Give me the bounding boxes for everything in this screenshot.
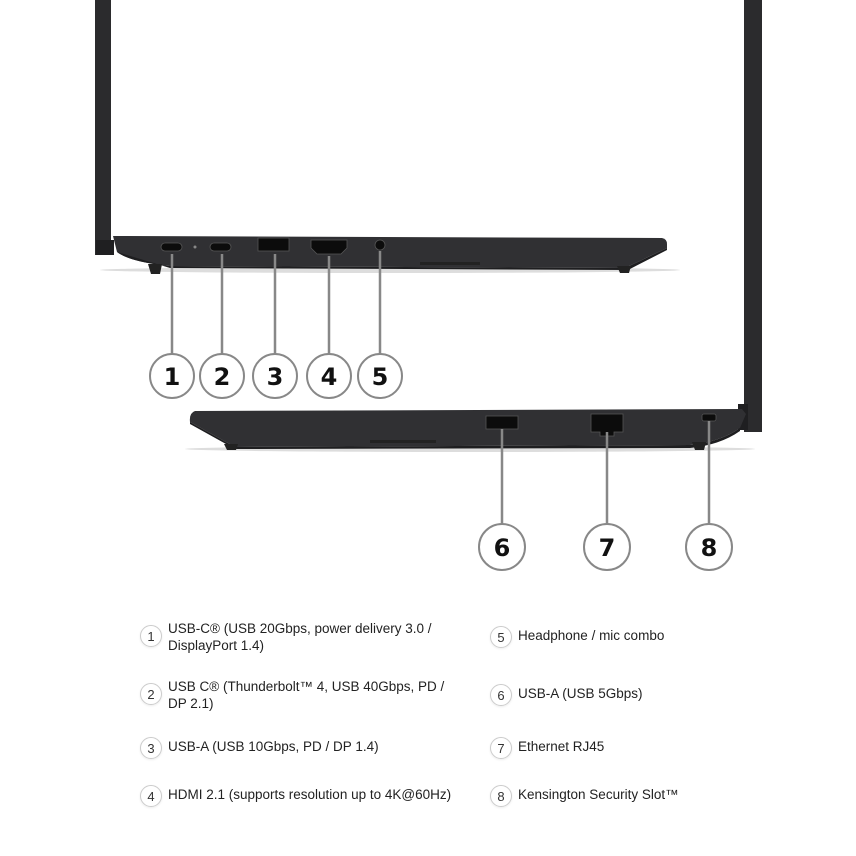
hdmi-port-icon: [310, 239, 348, 255]
legend-item: 5 Headphone / mic combo: [490, 626, 820, 648]
thunderbolt-port-icon: [209, 242, 232, 252]
legend-text: Ethernet RJ45: [518, 739, 605, 754]
callout-8: 8: [701, 534, 718, 562]
usb-a-port-icon: [485, 415, 519, 430]
legend-number: 7: [490, 737, 512, 759]
legend-text: USB-C® (USB 20Gbps, power delivery 3.0 /…: [168, 621, 432, 653]
legend-item: 6 USB-A (USB 5Gbps): [490, 684, 820, 706]
legend-item: 3 USB-A (USB 10Gbps, PD / DP 1.4): [140, 737, 470, 759]
legend-number: 3: [140, 737, 162, 759]
callout-lines-left: [170, 251, 382, 354]
usb-a-port-icon: [257, 237, 290, 252]
callout-1: 1: [164, 363, 181, 391]
legend-text: HDMI 2.1 (supports resolution up to 4K@6…: [168, 787, 452, 802]
legend-number: 5: [490, 626, 512, 648]
legend-item: 1 USB-C® (USB 20Gbps, power delivery 3.0…: [140, 619, 470, 654]
usb-c-port-icon: [160, 242, 183, 252]
callout-5: 5: [372, 363, 389, 391]
legend-text: USB C® (Thunderbolt™ 4, USB 40Gbps, PD /…: [168, 679, 445, 711]
callout-6: 6: [494, 534, 511, 562]
legend-text: USB-A (USB 10Gbps, PD / DP 1.4): [168, 739, 379, 754]
callout-circles: [149, 353, 733, 571]
legend-text: USB-A (USB 5Gbps): [518, 686, 643, 701]
callout-7: 7: [599, 534, 616, 562]
legend-number: 1: [140, 625, 162, 647]
legend-number: 4: [140, 785, 162, 807]
callout-4: 4: [321, 363, 338, 391]
legend-item: 8 Kensington Security Slot™: [490, 785, 820, 807]
legend-text: Kensington Security Slot™: [518, 787, 679, 802]
ethernet-port-icon: [590, 413, 624, 437]
legend-item: 2 USB C® (Thunderbolt™ 4, USB 40Gbps, PD…: [140, 677, 470, 712]
legend-item: 4 HDMI 2.1 (supports resolution up to 4K…: [140, 785, 470, 807]
kensington-slot-icon: [701, 413, 717, 422]
legend-item: 7 Ethernet RJ45: [490, 737, 820, 759]
callout-lines-right: [500, 421, 711, 524]
legend-text: Headphone / mic combo: [518, 628, 665, 643]
legend-number: 8: [490, 785, 512, 807]
audio-jack-icon: [374, 239, 386, 251]
legend-number: 2: [140, 683, 162, 705]
callout-3: 3: [267, 363, 284, 391]
callout-2: 2: [214, 363, 231, 391]
laptop-left-side-view: [95, 0, 680, 274]
legend-number: 6: [490, 684, 512, 706]
